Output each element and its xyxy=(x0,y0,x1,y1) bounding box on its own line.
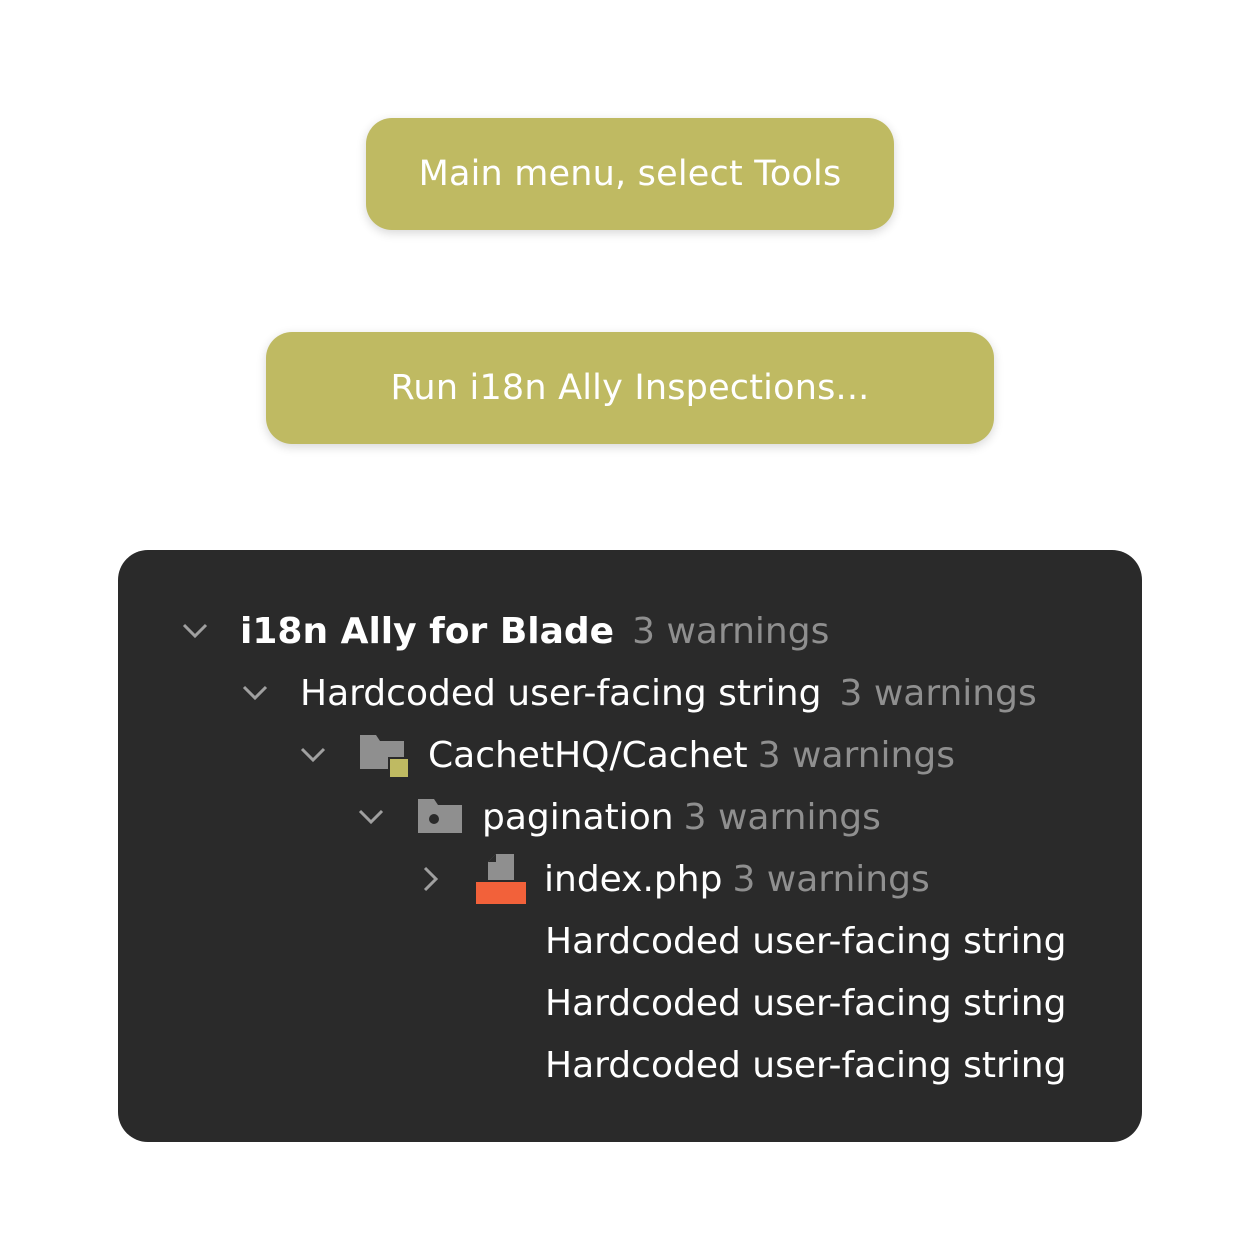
problem-label: Hardcoded user-facing string xyxy=(545,982,1067,1024)
tree-node-label: i18n Ally for Blade xyxy=(240,610,615,652)
step-label: Main menu, select Tools xyxy=(418,154,842,194)
module-folder-icon xyxy=(358,731,408,779)
tree-node-root[interactable]: i18n Ally for Blade 3 warnings xyxy=(180,600,829,662)
tree-node-label: pagination xyxy=(482,796,674,838)
tree-node-inspection[interactable]: Hardcoded user-facing string 3 warnings xyxy=(240,662,1037,724)
tree-node-label: index.php xyxy=(544,858,723,900)
php-file-icon xyxy=(476,854,526,904)
tree-node-problem[interactable]: Hardcoded user-facing string xyxy=(545,910,1066,972)
tree-node-file[interactable]: index.php 3 warnings xyxy=(416,848,930,910)
tree-node-label: CachetHQ/Cachet xyxy=(428,734,748,776)
tree-node-problem[interactable]: Hardcoded user-facing string xyxy=(545,1034,1066,1096)
step-main-menu-tools[interactable]: Main menu, select Tools xyxy=(366,118,894,230)
problem-label: Hardcoded user-facing string xyxy=(545,920,1067,962)
warning-count: 3 warnings xyxy=(732,858,930,900)
inspection-results-panel: i18n Ally for Blade 3 warnings Hardcoded… xyxy=(118,550,1142,1142)
folder-icon xyxy=(416,797,464,837)
tree-node-label: Hardcoded user-facing string xyxy=(300,672,822,714)
chevron-down-icon[interactable] xyxy=(240,678,270,708)
warning-count: 3 warnings xyxy=(757,734,955,776)
warning-count: 3 warnings xyxy=(683,796,881,838)
tree-node-problem[interactable]: Hardcoded user-facing string xyxy=(545,972,1066,1034)
chevron-down-icon[interactable] xyxy=(298,740,328,770)
step-run-inspections[interactable]: Run i18n Ally Inspections... xyxy=(266,332,994,444)
warning-count: 3 warnings xyxy=(632,610,830,652)
tree-node-project[interactable]: CachetHQ/Cachet 3 warnings xyxy=(298,724,955,786)
chevron-right-icon[interactable] xyxy=(416,864,446,894)
problem-label: Hardcoded user-facing string xyxy=(545,1044,1067,1086)
chevron-down-icon[interactable] xyxy=(180,616,210,646)
warning-count: 3 warnings xyxy=(839,672,1037,714)
step-label: Run i18n Ally Inspections... xyxy=(390,368,870,408)
tree-node-folder[interactable]: pagination 3 warnings xyxy=(356,786,881,848)
chevron-down-icon[interactable] xyxy=(356,802,386,832)
